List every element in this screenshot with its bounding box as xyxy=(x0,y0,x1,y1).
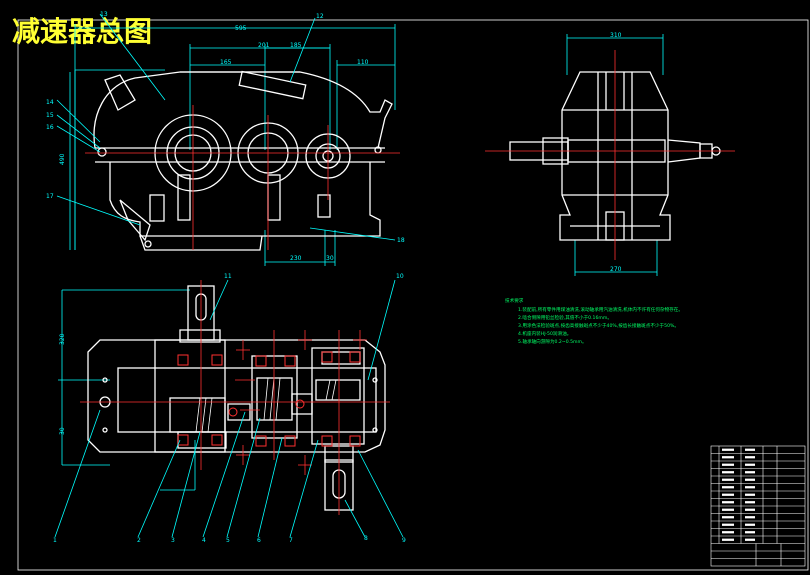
title-block-cell-text xyxy=(745,531,755,534)
dim-offset-b: 165 xyxy=(220,59,232,66)
title-block-cell-text xyxy=(745,456,755,459)
label-part-10: 10 xyxy=(396,273,404,280)
plan-view: 320 30 xyxy=(53,273,406,544)
title-block-cell-text xyxy=(722,538,734,541)
dim-overall-length: 595 xyxy=(235,25,247,32)
dim-offset-a: 201 xyxy=(258,42,270,49)
side-centerlines xyxy=(485,50,735,260)
title-block-cell-text xyxy=(722,531,734,534)
side-dimension-lines xyxy=(566,34,664,276)
plan-bearings xyxy=(177,351,361,447)
note-line-4: 4.机座内装HJ-50润滑油。 xyxy=(518,330,571,337)
label-part-3: 3 xyxy=(171,537,175,544)
drawing-frame xyxy=(17,19,809,571)
label-part-15: 15 xyxy=(46,112,54,119)
title-block-cell-text xyxy=(745,486,755,489)
title-block-cell-text xyxy=(722,456,734,459)
dim-left-b: 30 xyxy=(59,427,66,435)
plan-leaders xyxy=(54,279,404,538)
label-part-17: 17 xyxy=(46,193,54,200)
label-part-18: 18 xyxy=(397,237,405,244)
title-block-cell-text xyxy=(745,448,755,451)
technical-notes: 技术要求 1.装配前,所有零件用煤油清洗,滚动轴承用汽油清洗,机体内不许有任何杂… xyxy=(505,297,683,345)
title-block-cell-text xyxy=(745,493,755,496)
title-block-cell-text xyxy=(722,478,734,481)
label-part-11: 11 xyxy=(224,273,232,280)
title-block xyxy=(710,445,806,567)
label-part-8: 8 xyxy=(364,535,368,542)
title-block-cell-text xyxy=(722,471,734,474)
title-block-cell-text xyxy=(745,508,755,511)
label-part-13: 13 xyxy=(100,11,108,18)
title-block-cell-text xyxy=(745,471,755,474)
title-block-cell-text xyxy=(722,486,734,489)
title-block-cell-text xyxy=(722,493,734,496)
dim-right-offset: 110 xyxy=(357,59,369,66)
title-block-cell-text xyxy=(722,516,734,519)
title-block-cell-text xyxy=(745,463,755,466)
title-block-cell-text xyxy=(722,523,734,526)
title-block-cell-text xyxy=(745,523,755,526)
title-block-cell-text xyxy=(722,501,734,504)
label-part-12: 12 xyxy=(316,13,324,20)
title-block-cell-text xyxy=(722,448,734,451)
label-part-1: 1 xyxy=(53,537,57,544)
notes-heading: 技术要求 xyxy=(505,297,524,304)
title-block-cell-text xyxy=(745,538,755,541)
drawing-title: 减速器总图 xyxy=(12,15,152,48)
front-centerlines xyxy=(85,105,400,250)
plan-gear-hatching xyxy=(195,377,337,433)
plan-centerlines xyxy=(80,280,390,515)
front-view: 595 201 165 185 110 490 230 30 xyxy=(46,11,405,266)
label-part-4: 4 xyxy=(202,537,206,544)
title-block-cell-text xyxy=(745,501,755,504)
title-block-cell-text xyxy=(745,478,755,481)
dim-top-width: 310 xyxy=(610,32,622,39)
dim-base-b: 30 xyxy=(326,255,334,262)
note-line-1: 1.装配前,所有零件用煤油清洗,滚动轴承用汽油清洗,机体内不许有任何杂物存在。 xyxy=(518,306,683,313)
dim-offset-c: 185 xyxy=(290,42,302,49)
plan-housing xyxy=(87,285,386,511)
note-line-5: 5.轴承轴向游隙为0.2~0.5mm。 xyxy=(518,338,587,345)
dim-height: 490 xyxy=(59,153,66,165)
dim-base-a: 230 xyxy=(290,255,302,262)
title-block-cell-text xyxy=(745,516,755,519)
label-part-2: 2 xyxy=(137,537,141,544)
label-part-6: 6 xyxy=(257,537,261,544)
dim-left-a: 320 xyxy=(59,333,66,345)
title-block-cell-text xyxy=(722,463,734,466)
label-part-9: 9 xyxy=(402,537,406,544)
note-line-3: 3.用涂色法检验斑点,按齿高接触斑点不少于40%,按齿长接触斑点不少于50%。 xyxy=(518,322,679,329)
front-leaders xyxy=(56,13,396,241)
dim-bottom-width: 270 xyxy=(610,266,622,273)
side-view: 310 270 xyxy=(485,32,735,276)
label-part-14: 14 xyxy=(46,99,54,106)
title-block-cell-text xyxy=(722,508,734,511)
label-part-16: 16 xyxy=(46,124,54,131)
label-part-5: 5 xyxy=(226,537,230,544)
label-part-7: 7 xyxy=(289,537,293,544)
plan-dimension-lines xyxy=(58,289,190,466)
note-line-2: 2.啮合侧隙用铅丝检验,其值不小于0.16mm。 xyxy=(518,314,612,321)
